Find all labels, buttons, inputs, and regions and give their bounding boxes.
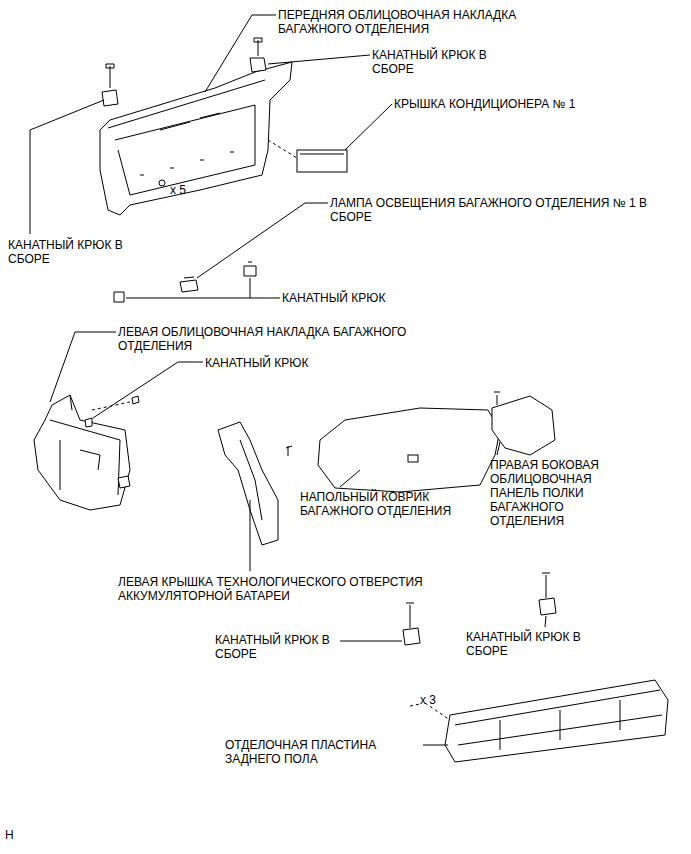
rope-hook [539,573,556,615]
clip [118,476,130,488]
part-label: КАНАТНЫЙ КРЮК В СБОРЕ [372,48,502,76]
rope-hook [244,262,256,276]
dash-line [268,140,297,158]
part-label: НАПОЛЬНЫЙ КОВРИК БАГАЖНОГО ОТДЕЛЕНИЯ [300,490,478,518]
part-label: ЛАМПА ОСВЕЩЕНИЯ БАГАЖНОГО ОТДЕЛЕНИЯ № 1 … [330,196,682,224]
figure-code: H [5,828,35,842]
shelf-panel [492,392,555,455]
ac-cover [297,150,347,172]
part-label: КАНАТНЫЙ КРЮК [282,291,422,305]
rope-hook [102,38,266,106]
screw [286,446,292,456]
part-label: ОТДЕЛОЧНАЯ ПЛАСТИНА ЗАДНЕГО ПОЛА [225,738,421,766]
ac-cover-detail [300,154,344,155]
floor-mat [318,408,500,492]
clip [132,396,139,404]
quantity-mark: x 3 [420,693,460,707]
left-trim [34,395,130,510]
rope-hook [403,603,420,645]
part-label: КАНАТНЫЙ КРЮК В СБОРЕ [466,630,596,658]
part-label: КАНАТНЫЙ КРЮК В СБОРЕ [215,633,337,661]
part-label: КАНАТНЫЙ КРЮК [205,356,345,370]
rope-hook [85,418,92,427]
finish-plate [445,680,668,762]
rope-hook [114,292,124,302]
battery-cover [218,422,278,545]
front-trim-cover [100,62,292,215]
part-label: ЛЕВАЯ КРЫШКА ТЕХНОЛОГИЧЕСКОГО ОТВЕРСТИЯ … [118,575,488,603]
part-label: ПРАВАЯ БОКОВАЯ ОБЛИЦОВОЧНАЯ ПАНЕЛЬ ПОЛКИ… [490,458,640,528]
quantity-mark: x 5 [170,183,210,197]
part-label: КРЫШКА КОНДИЦИОНЕРА № 1 [394,97,634,111]
part-label: ЛЕВАЯ ОБЛИЦОВОЧНАЯ НАКЛАДКА БАГАЖНОГО ОТ… [118,325,448,353]
part-label: ПЕРЕДНЯЯ ОБЛИЦОВОЧНАЯ НАКЛАДКА БАГАЖНОГО… [278,8,540,36]
lamp [180,277,198,292]
part-label: КАНАТНЫЙ КРЮК В СБОРЕ [8,238,138,266]
